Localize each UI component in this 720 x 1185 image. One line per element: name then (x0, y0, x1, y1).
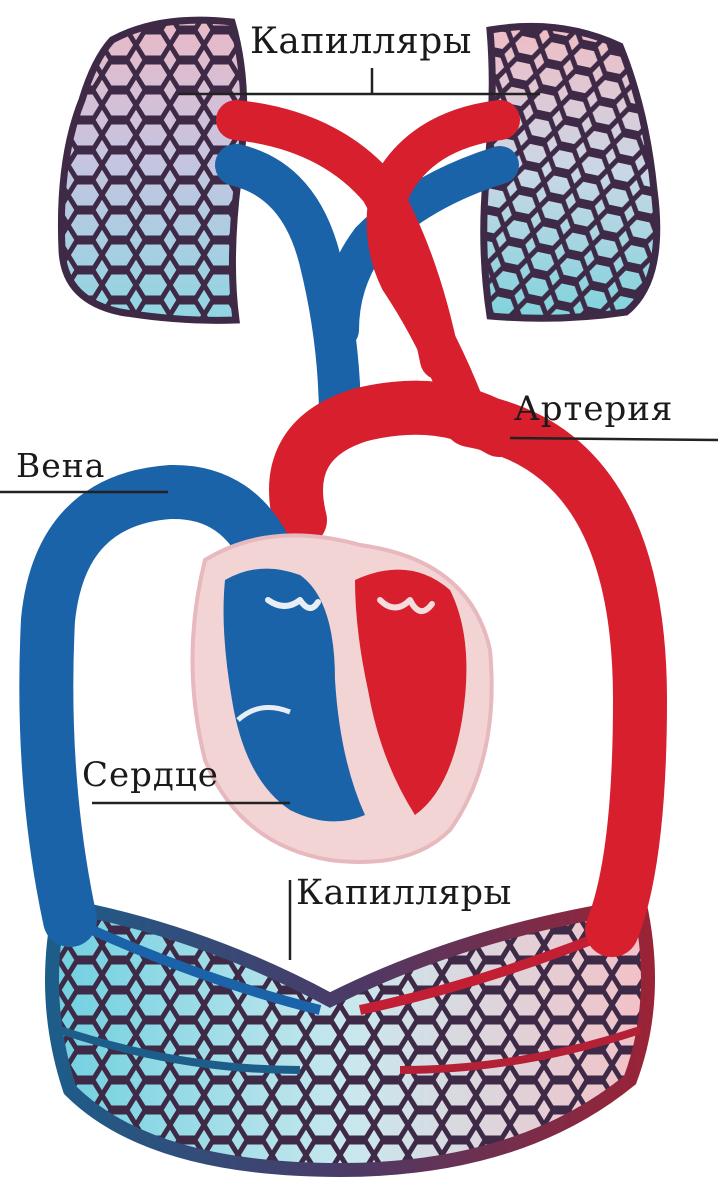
label-capillaries-bottom: Капилляры (296, 876, 512, 911)
label-vein: Вена (16, 449, 105, 482)
label-capillaries-top: Капилляры (250, 24, 472, 60)
body-capillary-network (30, 890, 680, 1180)
label-artery: Артерия (514, 392, 673, 426)
heart (193, 535, 492, 862)
label-heart: Сердце (82, 758, 219, 792)
pulmonary-vessels (236, 120, 500, 420)
